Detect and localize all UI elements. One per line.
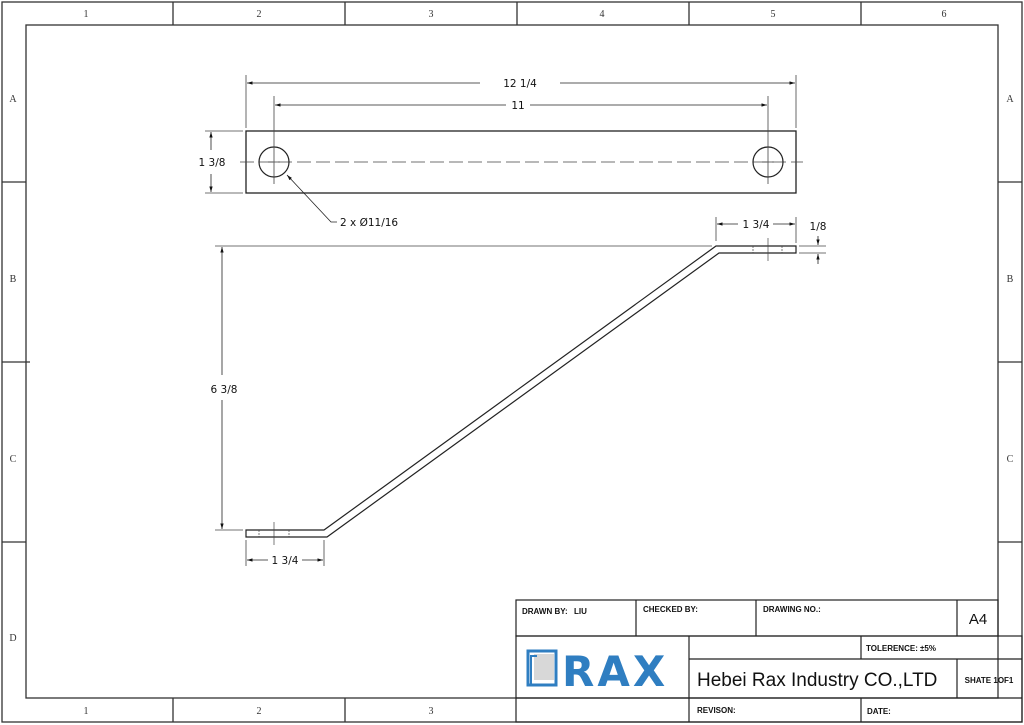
side-view-bracket: 6 3/8 1 3/4 1/8 1 3/4 (211, 217, 827, 567)
zone-col-5: 5 (771, 9, 776, 20)
zone-col-1: 1 (84, 9, 89, 20)
zone-col-2-bottom: 2 (257, 706, 262, 717)
date-label: DATE: (867, 707, 891, 716)
rax-logo: RAX (526, 647, 668, 696)
zone-labels-bottom: 1 2 3 (84, 706, 434, 717)
zone-labels-top: 1 2 3 4 5 6 (84, 9, 947, 20)
zone-row-b: B (10, 274, 17, 285)
hole-callout: 2 x Ø11/16 (286, 174, 398, 229)
dim-bottom-flange-label: 1 3/4 (272, 555, 299, 567)
dim-overall-length: 12 1/4 (247, 78, 795, 90)
dim-hole-spacing: 11 (275, 100, 767, 112)
sheet-number: SHATE 1OF1 (965, 676, 1014, 685)
revision-label: REVISON: (697, 706, 736, 715)
dim-top-flange-label: 1 3/4 (743, 219, 770, 231)
dim-rise: 6 3/8 (211, 247, 238, 529)
zone-col-2: 2 (257, 9, 262, 20)
tolerance-value: ±5% (920, 644, 936, 653)
title-block: DRAWN BY: LIU CHECKED BY: DRAWING NO.: A… (515, 599, 1023, 723)
zone-labels-right: A B C (1006, 94, 1014, 465)
zone-labels-left: A B C D (9, 94, 17, 644)
dim-rise-label: 6 3/8 (211, 384, 238, 396)
zone-row-a: A (9, 94, 17, 105)
zone-col-3-bottom: 3 (429, 706, 434, 717)
dim-width: 1 3/8 (199, 132, 226, 192)
zone-row-d: D (9, 633, 16, 644)
zone-row-c-right: C (1007, 454, 1014, 465)
dim-thickness: 1/8 (810, 221, 827, 264)
checked-by-label: CHECKED BY: (643, 605, 698, 614)
rax-logo-text: RAX (562, 647, 668, 696)
drawn-by-label: DRAWN BY: (522, 607, 568, 616)
zone-col-1-bottom: 1 (84, 706, 89, 717)
zone-row-c: C (10, 454, 17, 465)
bracket-hole-marks (258, 238, 783, 545)
dim-bottom-flange: 1 3/4 (247, 555, 323, 567)
drawing-no-label: DRAWING NO.: (763, 605, 821, 614)
zone-col-6: 6 (942, 9, 947, 20)
hole-crosshairs (268, 96, 774, 184)
zone-col-4: 4 (600, 9, 605, 20)
dim-overall-length-label: 12 1/4 (503, 78, 537, 90)
dim-thickness-label: 1/8 (810, 221, 827, 233)
zone-row-b-right: B (1007, 274, 1014, 285)
drawn-by-value: LIU (574, 607, 587, 616)
top-view-plate: 12 1/4 11 1 3/8 2 x Ø11/16 (199, 75, 803, 229)
paper-size: A4 (969, 611, 987, 628)
company-name: Hebei Rax Industry CO.,LTD (697, 670, 937, 691)
bracket-outline (245, 245, 797, 538)
rax-logo-icon (526, 649, 558, 687)
zone-row-a-right: A (1006, 94, 1014, 105)
zone-col-3: 3 (429, 9, 434, 20)
tolerance-label: TOLERENCE: (866, 644, 918, 653)
dim-width-label: 1 3/8 (199, 157, 226, 169)
hole-callout-label: 2 x Ø11/16 (340, 217, 398, 229)
dim-hole-spacing-label: 11 (511, 100, 524, 112)
dim-top-flange: 1 3/4 (717, 219, 795, 231)
